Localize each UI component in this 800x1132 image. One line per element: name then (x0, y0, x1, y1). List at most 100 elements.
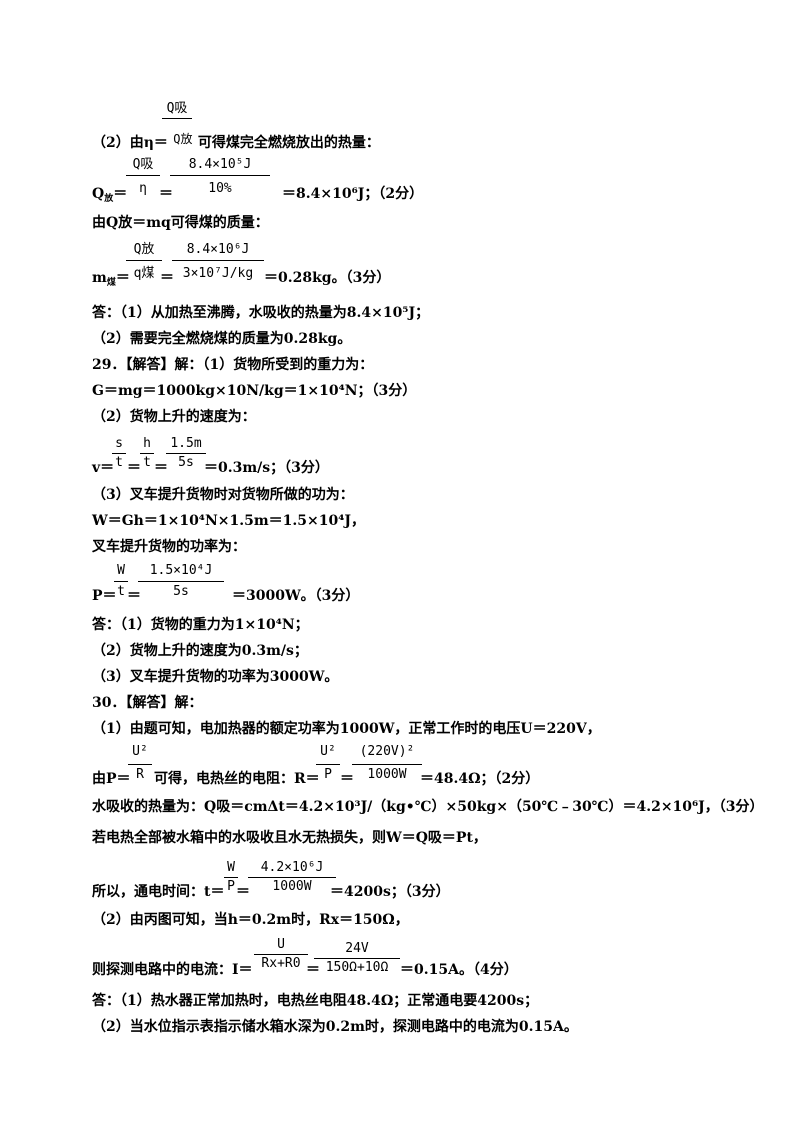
fraction-num: 4.2×10⁶J (260, 860, 324, 875)
fraction-den: 1000W (272, 879, 312, 894)
text-line: 可得，电热丝的电阻：R＝ (154, 771, 320, 787)
equals: ＝ (236, 884, 250, 900)
answer-line: 答：（1）货物的重力为1×10⁴N； (92, 617, 309, 633)
fraction-bar (126, 260, 162, 261)
text-line: 所以，通电时间：t＝ (92, 884, 225, 900)
fraction-den: R (136, 767, 144, 782)
answer-line: （3）叉车提升货物的功率为3000W。 (92, 669, 339, 685)
text-line: 则探测电路中的电流：I＝ (92, 962, 253, 978)
fraction-bar (316, 764, 340, 765)
fraction-num: Q放 (133, 242, 155, 257)
result: ＝0.3m/s；（3分） (204, 460, 329, 476)
fraction-bar (314, 958, 400, 959)
answer-line: 答：（1）热水器正常加热时，电热丝电阻48.4Ω；正常通电要4200s； (92, 993, 539, 1009)
fraction-den: η (139, 181, 147, 196)
lhs: Q (92, 186, 105, 202)
equals: ＝ (160, 270, 174, 286)
lhs-sub: 放 (104, 194, 114, 204)
text-line: W＝Gh＝1×10⁴N×1.5m＝1.5×10⁴J， (92, 513, 365, 529)
answer-line: （2）需要完全燃烧煤的质量为0.28kg。 (92, 331, 352, 347)
result: ＝0.28kg。（3分） (264, 270, 391, 286)
fraction-num: U (277, 937, 285, 952)
equals: ＝ (340, 771, 354, 787)
fraction-den: 1000W (367, 767, 407, 782)
fraction-num: Q吸 (132, 157, 154, 172)
equals: ＝ (127, 460, 141, 476)
fraction-num: U² (132, 744, 148, 759)
fraction-bar (112, 453, 126, 454)
text-line: （2）由η＝ Q放可得煤完全燃烧放出的热量： (92, 131, 380, 151)
equals: ＝ (127, 588, 141, 604)
fraction-den: Rx+R0 (261, 956, 301, 971)
equals: ＝ (306, 962, 320, 978)
line-prefix: （2）由η＝ (92, 135, 168, 151)
equals: ＝ (159, 186, 173, 202)
fraction-bar (254, 954, 308, 955)
fraction-num: 8.4×10⁵J (188, 157, 252, 172)
fraction-den: 3×10⁷J/kg (182, 266, 254, 281)
fraction-num: s (115, 436, 123, 451)
fraction-den: t (143, 455, 151, 470)
fraction-den: q煤 (133, 266, 155, 281)
lhs: v＝ (92, 460, 115, 476)
fraction-den: 5s (173, 584, 189, 599)
text-line: 水吸收的热量为：Q吸＝cmΔt＝4.2×10³J/（kg•℃）×50kg×（50… (92, 799, 764, 815)
fraction-num: 8.4×10⁶J (186, 242, 250, 257)
fraction-num: U² (320, 744, 336, 759)
fraction-bar (114, 581, 128, 582)
fraction-den: t (117, 584, 125, 599)
lhs: P＝ (92, 588, 117, 604)
text-line: m煤＝ (92, 270, 130, 288)
answer-line: 答：（1）从加热至沸腾，水吸收的热量为8.4×10⁵J； (92, 305, 430, 321)
line-suffix: 可得煤完全燃烧放出的热量： (197, 135, 380, 151)
text-line: 若电热全部被水箱中的水吸收且水无热损失，则W＝Q吸＝Pt， (92, 830, 487, 846)
text-line: （2）由丙图可知，当h＝0.2m时，Rx＝150Ω， (92, 912, 409, 928)
fraction-bar (126, 175, 160, 176)
result: ＝4200s；（3分） (330, 884, 450, 900)
fraction-bar (170, 175, 270, 176)
fraction-num: h (143, 436, 151, 451)
result: ＝0.15A。（4分） (400, 962, 518, 978)
text-line: Q放＝ (92, 186, 128, 204)
result: ＝8.4×10⁶J；（2分） (282, 186, 424, 202)
fraction-bar (172, 260, 264, 261)
fraction-num: (220V)² (359, 744, 415, 759)
fraction-num: 1.5m (170, 436, 202, 451)
fraction-den: t (115, 455, 123, 470)
result: ＝48.4Ω；（2分） (420, 771, 540, 787)
fraction-bar (138, 581, 224, 582)
fraction-num: W (117, 563, 125, 578)
fraction-bar (352, 764, 422, 765)
text-line: （2）货物上升的速度为： (92, 409, 256, 425)
equals: ＝ (113, 186, 128, 202)
text-line: 叉车提升货物的功率为： (92, 539, 246, 555)
fraction-bar (162, 118, 192, 119)
text-line: 由P＝ (92, 771, 131, 787)
lhs-sub: 煤 (106, 278, 116, 288)
fraction-den: P (324, 767, 332, 782)
fraction-num: W (227, 860, 235, 875)
fraction-num: 24V (345, 941, 369, 956)
text-line: （3）叉车提升货物时对货物所做的功为： (92, 487, 354, 503)
fraction-den: P (227, 879, 235, 894)
text-line: （1）由题可知，电加热器的额定功率为1000W，正常工作时的电压U＝220V， (92, 721, 601, 737)
fraction-den: 5s (178, 455, 194, 470)
fraction-bar (128, 764, 152, 765)
question-heading: 30．【解答】解： (92, 695, 203, 711)
result: ＝3000W。（3分） (232, 588, 360, 604)
answer-line: （2）当水位指示表指示储水箱水深为0.2m时，探测电路中的电流为0.15A。 (92, 1019, 578, 1035)
equals: ＝ (115, 270, 130, 286)
text-line: 由Q放＝mq可得煤的质量： (92, 215, 269, 231)
fraction-num: 1.5×10⁴J (149, 563, 213, 578)
fraction-bar (166, 453, 206, 454)
fraction-den: 10% (208, 181, 232, 196)
equals: ＝ (154, 460, 168, 476)
text-line: G＝mg＝1000kg×10N/kg＝1×10⁴N；（3分） (92, 383, 417, 399)
question-heading: 29．【解答】解：（1）货物所受到的重力为： (92, 357, 374, 373)
fraction-eta-den: Q放 (173, 132, 193, 146)
fraction-bar (140, 453, 154, 454)
answer-line: （2）货物上升的速度为0.3m/s； (92, 643, 308, 659)
lhs: m (92, 270, 107, 286)
fraction-eta-num: Q吸 (166, 101, 188, 116)
fraction-bar (224, 877, 238, 878)
